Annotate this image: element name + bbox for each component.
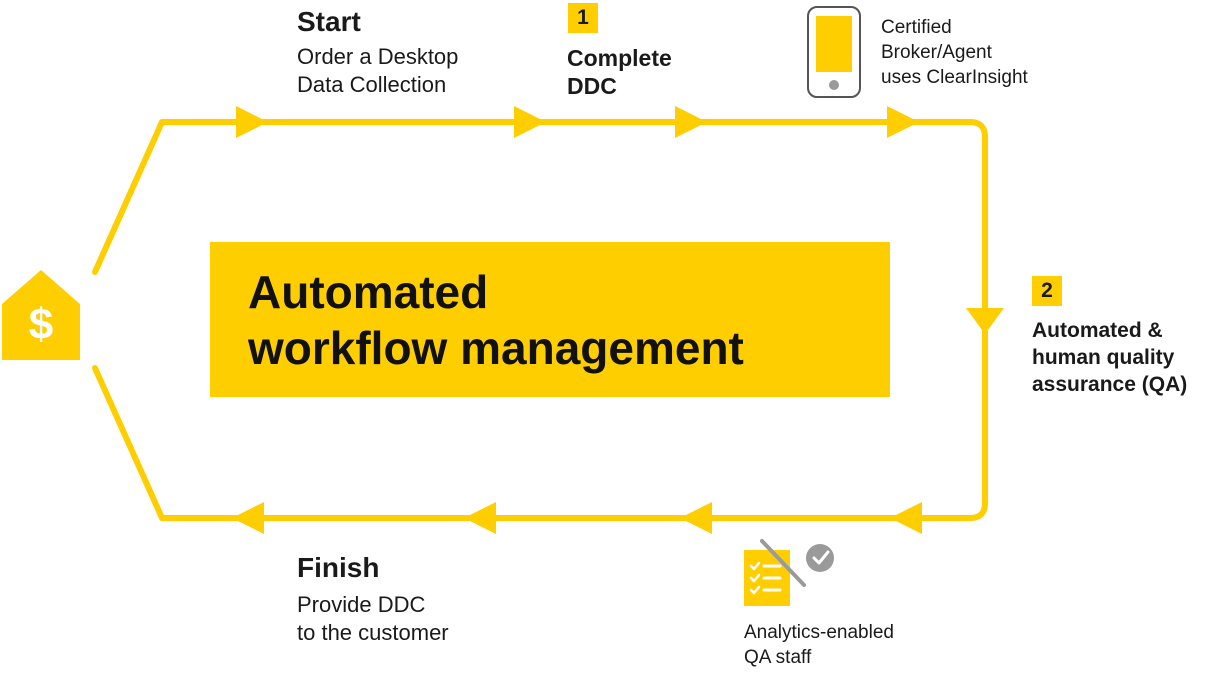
step-1-line-2: DDC [567,73,617,99]
broker-line-3: uses ClearInsight [881,67,1028,88]
finish-line-2: to the customer [297,620,449,645]
arrow-right [236,106,268,138]
arrow-left [464,502,496,534]
step-2-line-2: human quality [1032,346,1175,369]
finish-title: Finish [297,552,380,583]
arrow-left [890,502,922,534]
broker-line-1: Certified [881,17,952,38]
finish-line-1: Provide DDC [297,592,426,617]
start-line-1: Order a Desktop [297,44,459,69]
step-1-badge: 1 [568,3,598,33]
step-2-line-1: Automated & [1032,319,1163,342]
checklist-icon [742,538,846,608]
center-title-line-2: workflow management [248,322,744,374]
step-2-badge: 2 [1032,276,1062,306]
arrow-left [680,502,712,534]
broker-line-2: Broker/Agent [881,42,992,63]
arrow-left [232,502,264,534]
step-1-line-1: Complete [567,45,672,71]
center-title-line-1: Automated [248,266,489,318]
qa-line-1: Analytics-enabled [744,622,894,643]
arrow-right [514,106,546,138]
house-dollar-icon: $ [0,266,82,362]
arrow-right [887,106,919,138]
arrow-down [966,308,1004,334]
center-box: Automated workflow management [210,242,890,397]
step-2-line-3: assurance (QA) [1032,373,1188,396]
dollar-symbol: $ [28,300,54,349]
arrow-right [675,106,707,138]
start-line-2: Data Collection [297,72,447,97]
qa-line-2: QA staff [744,647,812,668]
start-title: Start [297,6,361,37]
smartphone-icon [806,5,862,99]
